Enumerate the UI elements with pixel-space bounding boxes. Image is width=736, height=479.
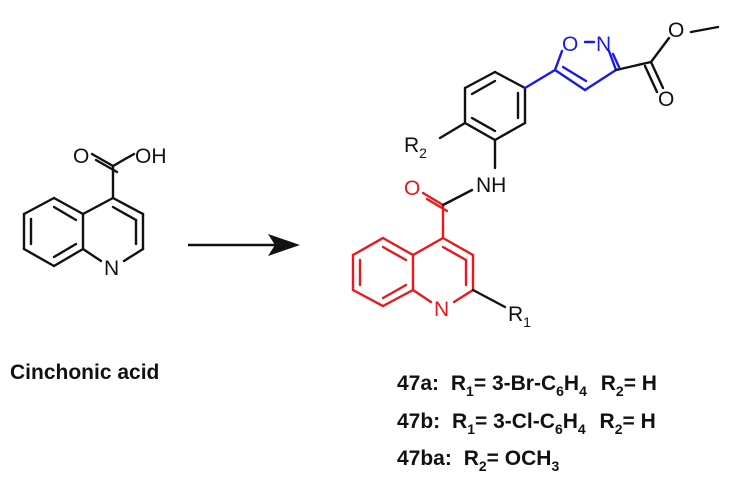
quinoline-core <box>351 191 475 308</box>
isoxazole-o: O <box>562 33 578 56</box>
quinoline-n: N <box>434 298 449 321</box>
r2-label: R2 <box>404 134 427 161</box>
ester-o-single: O <box>668 19 684 42</box>
r1-bond <box>471 288 507 309</box>
reaction-arrow <box>188 234 300 256</box>
compound-47ba: 47ba: R2= OCH3 <box>397 447 559 474</box>
cinchonic-carbonyl-o: O <box>73 145 89 168</box>
methyl-ester <box>614 25 720 94</box>
cinchonic-acid-structure <box>22 152 145 268</box>
amide-nh: NH <box>476 174 506 197</box>
ester-o-double: O <box>658 88 674 111</box>
isoxazole-n: N <box>596 33 611 56</box>
cinchonic-ring-n: N <box>104 257 119 280</box>
amide-n-bond <box>441 188 474 207</box>
compound-47b: 47b: R1= 3-Cl-C6H4 R2= H <box>397 410 656 439</box>
amide-o: O <box>404 177 420 200</box>
starting-material-label: Cinchonic acid <box>10 361 159 384</box>
r1-label: R1 <box>508 303 531 330</box>
cinchonic-hydroxyl: OH <box>135 145 167 168</box>
isoxazole-ring <box>523 40 621 92</box>
compound-47a: 47a: R1= 3-Br-C6H4 R2= H <box>397 372 657 401</box>
central-benzene <box>438 70 527 142</box>
